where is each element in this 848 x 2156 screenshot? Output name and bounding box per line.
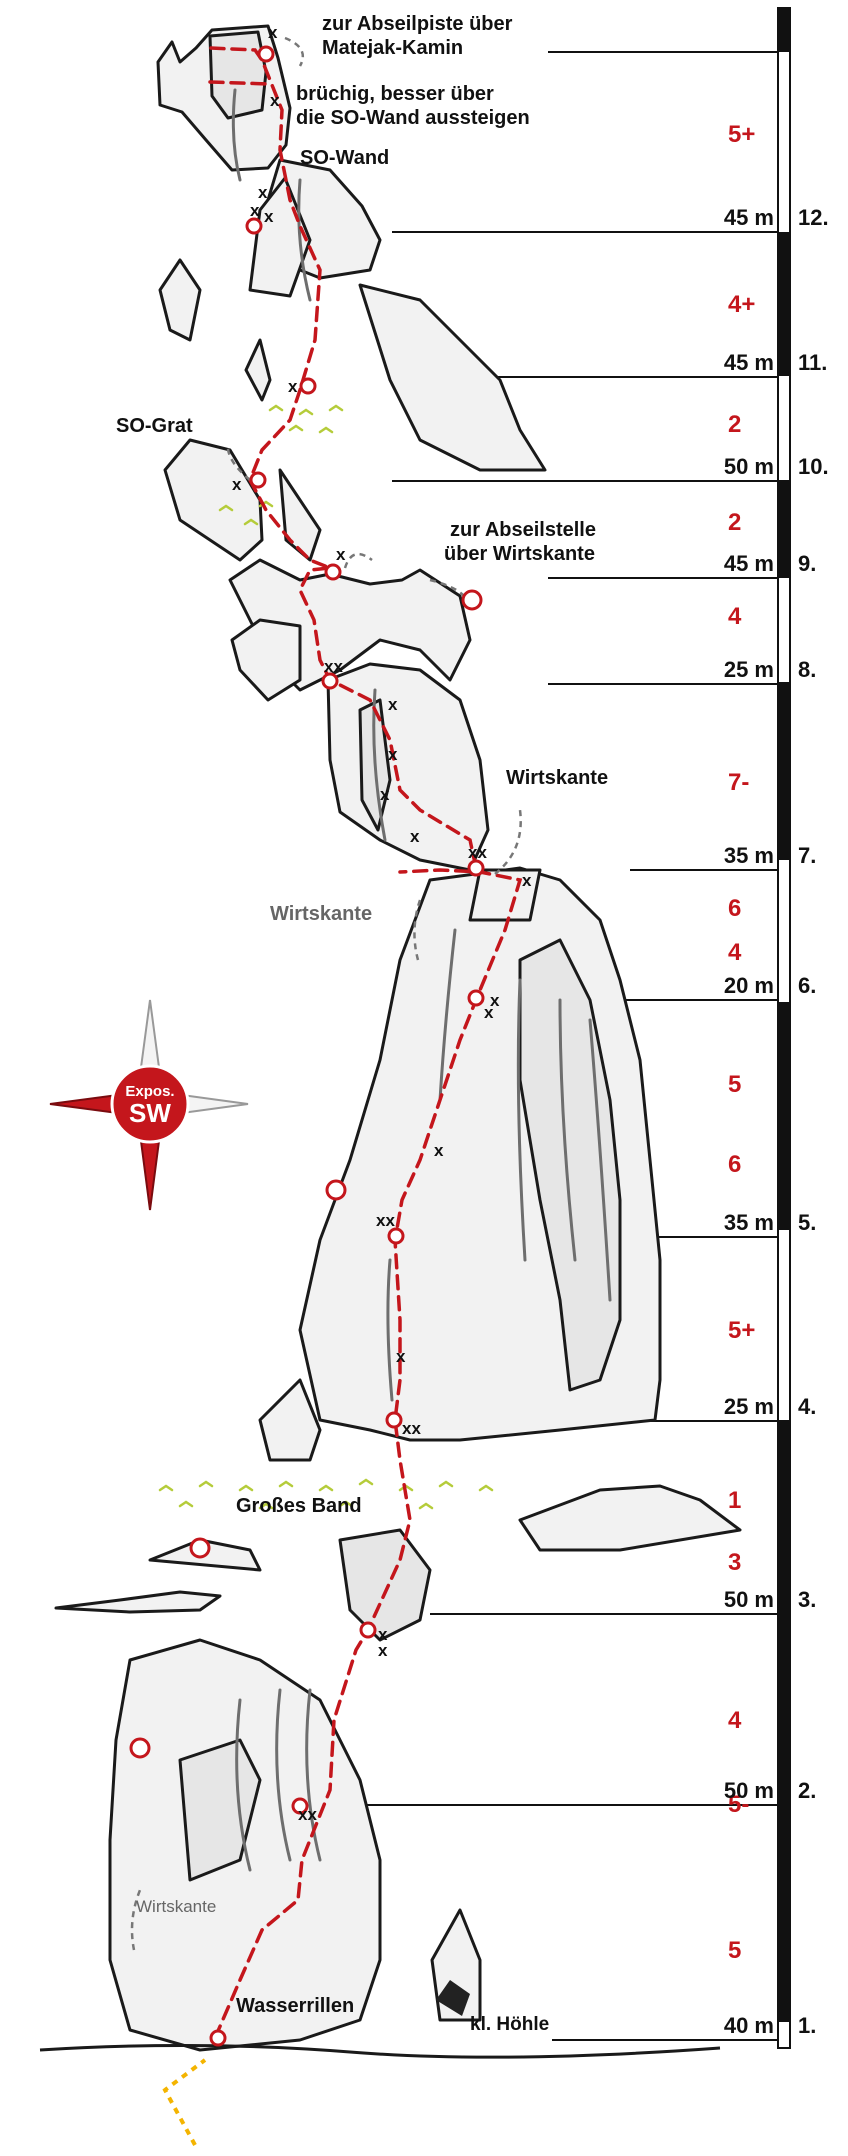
- label-wirtskante-right: Wirtskante: [506, 767, 608, 789]
- pitch-length: 50 m: [724, 1587, 774, 1612]
- svg-text:x: x: [388, 745, 398, 764]
- pitch-number: 3.: [798, 1587, 816, 1612]
- pitch-number: 6.: [798, 973, 816, 998]
- pitch-number: 7.: [798, 843, 816, 868]
- pitch-number: 2.: [798, 1778, 816, 1803]
- svg-text:x: x: [232, 475, 242, 494]
- label-wasserrillen: Wasserrillen: [236, 1995, 354, 2017]
- svg-text:x: x: [336, 545, 346, 564]
- grade: 5: [728, 1071, 741, 1098]
- grade: 6: [728, 1151, 741, 1178]
- svg-text:x: x: [258, 183, 268, 202]
- svg-text:x: x: [288, 377, 298, 396]
- pitch-number: 12.: [798, 205, 829, 230]
- svg-text:x: x: [522, 871, 532, 890]
- label-so-grat: SO-Grat: [116, 415, 193, 437]
- grade: 4: [728, 1707, 742, 1734]
- grade: 4+: [728, 291, 755, 318]
- label-bruechig: brüchig, besser über die SO-Wand ausstei…: [296, 83, 530, 129]
- grade: 2: [728, 509, 741, 536]
- pitch-length: 50 m: [724, 454, 774, 479]
- grade: 3: [728, 1549, 741, 1576]
- label-abseil-matejak-l2: Matejak-Kamin: [322, 37, 463, 59]
- approach-path: [165, 2060, 205, 2145]
- svg-text:x: x: [410, 827, 420, 846]
- label-abseil-wirtskante-l1: zur Abseilstelle: [450, 519, 596, 541]
- pitch-length: 45 m: [724, 350, 774, 375]
- label-bruechig-l1: brüchig, besser über: [296, 83, 494, 105]
- label-abseil-matejak: zur Abseilpiste über Matejak-Kamin: [322, 13, 518, 59]
- pitch-length: 25 m: [724, 657, 774, 682]
- svg-text:xx: xx: [298, 1805, 317, 1824]
- pitch-number: 4.: [798, 1394, 816, 1419]
- pitch-length: 40 m: [724, 2013, 774, 2038]
- svg-text:x: x: [268, 23, 278, 42]
- pitch-number: 9.: [798, 551, 816, 576]
- pitch-length: 25 m: [724, 1394, 774, 1419]
- label-so-wand: SO-Wand: [300, 147, 389, 169]
- svg-text:xx: xx: [324, 657, 343, 676]
- pitch-number: 11.: [798, 350, 827, 375]
- svg-text:xx: xx: [468, 843, 487, 862]
- label-wirtskante-left: Wirtskante: [270, 903, 372, 925]
- pitch-length: 45 m: [724, 205, 774, 230]
- pitch-lengths: 45 m 12. 45 m 11. 50 m 10. 45 m 9. 25 m …: [724, 205, 829, 2038]
- label-abseil-wirtskante-l2: über Wirtskante: [444, 543, 595, 565]
- scale-bar: [778, 8, 790, 2048]
- grade: 5+: [728, 121, 755, 148]
- pitch-length: 20 m: [724, 973, 774, 998]
- grade: 5+: [728, 1317, 755, 1344]
- svg-text:x: x: [396, 1347, 406, 1366]
- grade: 5: [728, 1937, 741, 1964]
- svg-text:x: x: [380, 785, 390, 804]
- svg-text:x: x: [378, 1641, 388, 1660]
- pitch-length: 50 m: [724, 1778, 774, 1803]
- grade: 6: [728, 895, 741, 922]
- grade: 4: [728, 939, 742, 966]
- svg-text:x: x: [250, 201, 260, 220]
- label-kl-hoehle: kl. Höhle: [470, 2014, 549, 2035]
- svg-text:x: x: [484, 1003, 494, 1022]
- grade: 2: [728, 411, 741, 438]
- label-wirtskante-bottom: Wirtskante: [136, 1897, 216, 1916]
- pitch-length: 35 m: [724, 1210, 774, 1235]
- svg-text:x: x: [388, 695, 398, 714]
- label-grosses-band: Großes Band: [236, 1495, 362, 1517]
- label-abseil-wirtskante: zur Abseilstelle über Wirtskante: [444, 519, 602, 565]
- compass-direction: SW: [129, 1098, 171, 1128]
- svg-text:x: x: [264, 207, 274, 226]
- pitch-length: 35 m: [724, 843, 774, 868]
- pitch-length: 45 m: [724, 551, 774, 576]
- svg-text:xx: xx: [402, 1419, 421, 1438]
- label-abseil-matejak-l1: zur Abseilpiste über: [322, 13, 513, 35]
- grade: 7-: [728, 769, 749, 796]
- svg-text:x: x: [270, 91, 280, 110]
- grade: 1: [728, 1487, 741, 1514]
- pitch-number: 8.: [798, 657, 816, 682]
- compass-rose: Expos. SW: [50, 1000, 248, 1210]
- pitch-number: 10.: [798, 454, 829, 479]
- svg-text:xx: xx: [376, 1211, 395, 1230]
- grades: 5+ 4+ 2 2 4 7- 6 4 5 6 5+ 1 3 4 5- 5: [728, 121, 755, 1964]
- grade: 4: [728, 603, 742, 630]
- svg-text:x: x: [434, 1141, 444, 1160]
- label-bruechig-l2: die SO-Wand aussteigen: [296, 107, 530, 129]
- pitch-number: 5.: [798, 1210, 816, 1235]
- pitch-number: 1.: [798, 2013, 816, 2038]
